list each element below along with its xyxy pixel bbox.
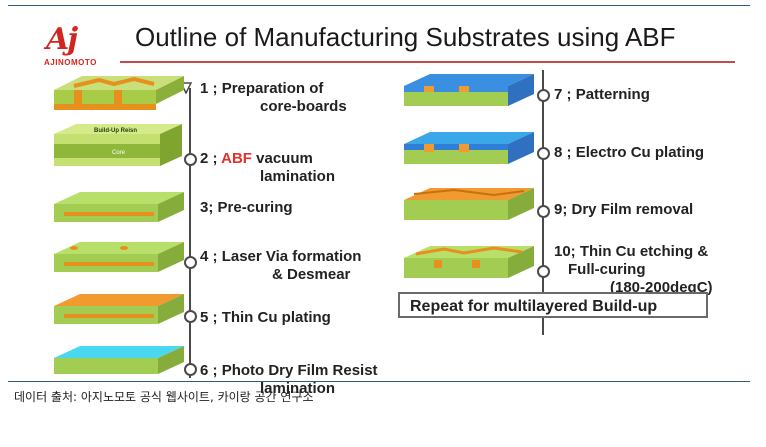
substrate-thin-cu-icon xyxy=(54,294,184,324)
right-timeline xyxy=(542,70,544,335)
timeline-node xyxy=(537,89,550,102)
title-underline xyxy=(120,61,735,63)
step-5: 5 ; Thin Cu plating xyxy=(200,309,331,326)
timeline-node xyxy=(537,205,550,218)
step-3: 3; Pre-curing xyxy=(200,199,293,216)
top-rule xyxy=(8,5,750,6)
logo-mark: Aj xyxy=(46,22,78,57)
substrate-photo-film-icon xyxy=(54,346,184,374)
timeline-node xyxy=(184,310,197,323)
timeline-node xyxy=(184,153,197,166)
step-2: 2 ; ABF vacuum lamination xyxy=(200,150,336,185)
substrate-film-removal-icon xyxy=(404,188,534,220)
substrate-abf-lamination-icon: Build-Up Reisn Core xyxy=(54,124,182,166)
timeline-node xyxy=(537,147,550,160)
abf-label: ABF xyxy=(221,150,252,167)
step-6: 6 ; Photo Dry Film Resist lamination xyxy=(200,362,378,397)
logo-wordmark: AJINOMOTO xyxy=(44,58,97,67)
core-label: Core xyxy=(112,150,126,156)
substrate-electro-cu-icon xyxy=(404,132,534,164)
source-caption: 데이터 출처: 아지노모토 공식 웹사이트, 카이랑 공간 연구소 xyxy=(14,390,314,404)
left-timeline xyxy=(189,88,191,378)
bottom-rule xyxy=(8,381,750,382)
substrate-core-board-icon xyxy=(54,76,184,110)
substrate-laser-via-icon xyxy=(54,242,184,272)
step-1: 1 ; Preparation of core-boards xyxy=(200,80,347,115)
step-8: 8 ; Electro Cu plating xyxy=(554,144,705,161)
timeline-node xyxy=(537,265,550,278)
slide-title: Outline of Manufacturing Substrates usin… xyxy=(135,22,676,52)
timeline-node xyxy=(184,256,197,269)
ajinomoto-logo: Aj AJINOMOTO xyxy=(44,22,116,70)
substrate-pre-curing-icon xyxy=(54,192,184,222)
substrate-patterning-icon xyxy=(404,74,534,106)
substrate-cu-etching-icon xyxy=(404,246,534,278)
step-7: 7 ; Patterning xyxy=(554,86,650,103)
step-4: 4 ; Laser Via formation & Desmear xyxy=(200,248,362,283)
repeat-note: Repeat for multilayered Build-up xyxy=(398,292,708,318)
step-9: 9; Dry Film removal xyxy=(554,201,694,218)
build-up-resin-label: Build-Up Reisn xyxy=(94,128,137,134)
timeline-node xyxy=(184,363,197,376)
step-10: 10; Thin Cu etching & Full-curing (180-2… xyxy=(554,243,713,296)
